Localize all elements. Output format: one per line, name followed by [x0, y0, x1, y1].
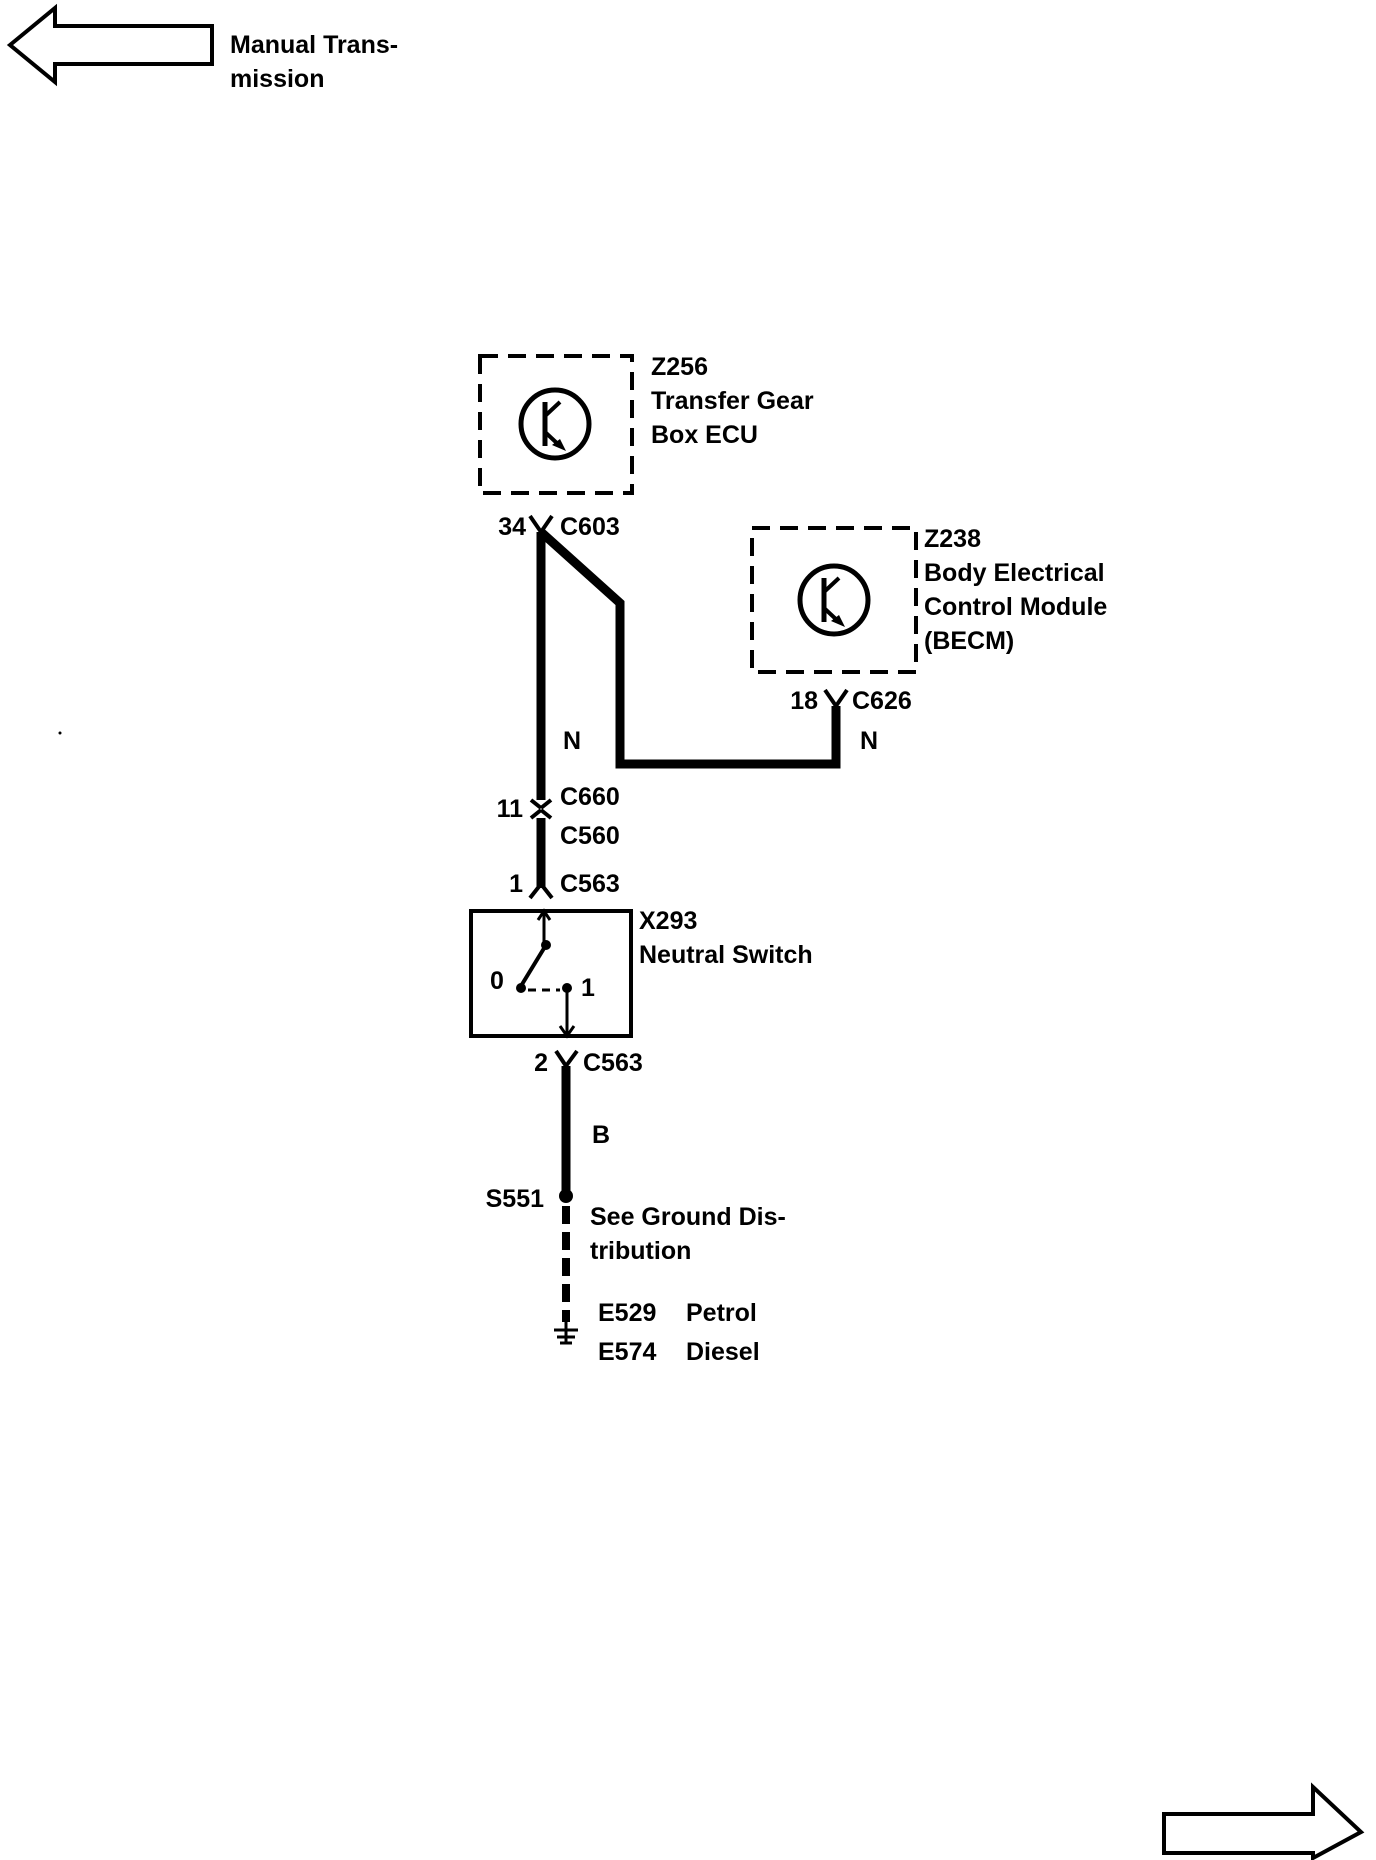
- back-arrow-button[interactable]: [6, 3, 214, 87]
- ground-note-line2: tribution: [590, 1237, 692, 1265]
- switch-position-0: 0: [490, 967, 504, 995]
- stray-dot: [58, 731, 62, 735]
- z238-label: Z238 Body Electrical Control Module (BEC…: [924, 522, 1107, 658]
- x293-id: X293: [639, 907, 698, 935]
- c603-name: C603: [560, 513, 620, 541]
- z238-module-box: [750, 526, 918, 674]
- c626-pin: 18: [790, 687, 818, 715]
- z256-module-box: [478, 354, 634, 495]
- switch-position-1: 1: [581, 974, 595, 1002]
- connector-c660-symbol: [529, 798, 553, 820]
- ground-distribution-note: See Ground Dis- tribution: [590, 1200, 786, 1268]
- connector-c603-symbol: [528, 514, 554, 534]
- c563-top-pin: 1: [509, 870, 523, 898]
- x293-name: Neutral Switch: [639, 941, 813, 969]
- wire-n-right: [537, 528, 841, 769]
- right-arrow-icon: [1162, 1782, 1365, 1860]
- c560-name: C560: [560, 822, 620, 850]
- ground-note-line1: See Ground Dis-: [590, 1203, 786, 1231]
- c660-pin: 11: [496, 795, 523, 823]
- c626-name: C626: [852, 687, 912, 715]
- z238-name-line2: Control Module: [924, 593, 1108, 621]
- c660-name: C660: [560, 783, 620, 811]
- wire-left-color-label: N: [563, 727, 582, 755]
- c563-bottom-name: C563: [583, 1049, 643, 1077]
- connector-c563-bottom-symbol: [554, 1049, 579, 1068]
- z256-label: Z256 Transfer Gear Box ECU: [651, 350, 814, 452]
- connector-c626-symbol: [823, 688, 849, 708]
- back-label-line1: Manual Trans-: [230, 31, 399, 59]
- z256-name-line1: Transfer Gear: [651, 387, 814, 415]
- wire-right-color-label: N: [860, 727, 879, 755]
- back-link-label[interactable]: Manual Trans- mission: [230, 28, 398, 96]
- z238-name-line3: (BECM): [924, 627, 1015, 655]
- ground-icon: [554, 1322, 578, 1345]
- splice-s551-dot: [559, 1189, 573, 1203]
- transistor-icon: [518, 387, 592, 461]
- z238-name-line1: Body Electrical: [924, 559, 1105, 587]
- z256-id: Z256: [651, 353, 708, 381]
- transistor-icon: [797, 563, 871, 637]
- forward-arrow-button[interactable]: [1162, 1782, 1365, 1860]
- c563-top-name: C563: [560, 870, 620, 898]
- switch-contacts: [516, 908, 576, 1039]
- z256-name-line2: Box ECU: [651, 421, 758, 449]
- x293-switch-box: [469, 909, 633, 1038]
- left-arrow-icon: [6, 3, 214, 87]
- c563-bottom-pin: 2: [534, 1049, 548, 1077]
- z238-id: Z238: [924, 525, 981, 553]
- splice-s551-label: S551: [485, 1185, 544, 1213]
- ground-e529-variant: Petrol: [686, 1299, 757, 1327]
- connector-c563-top-symbol: [528, 882, 554, 900]
- ground-e529-id: E529: [598, 1299, 657, 1327]
- x293-label: X293 Neutral Switch: [639, 904, 813, 972]
- ground-e574-variant: Diesel: [686, 1338, 760, 1366]
- ground-e574-id: E574: [598, 1338, 657, 1366]
- c603-pin: 34: [498, 513, 526, 541]
- back-label-line2: mission: [230, 65, 325, 93]
- wire-ground-color-label: B: [592, 1121, 611, 1149]
